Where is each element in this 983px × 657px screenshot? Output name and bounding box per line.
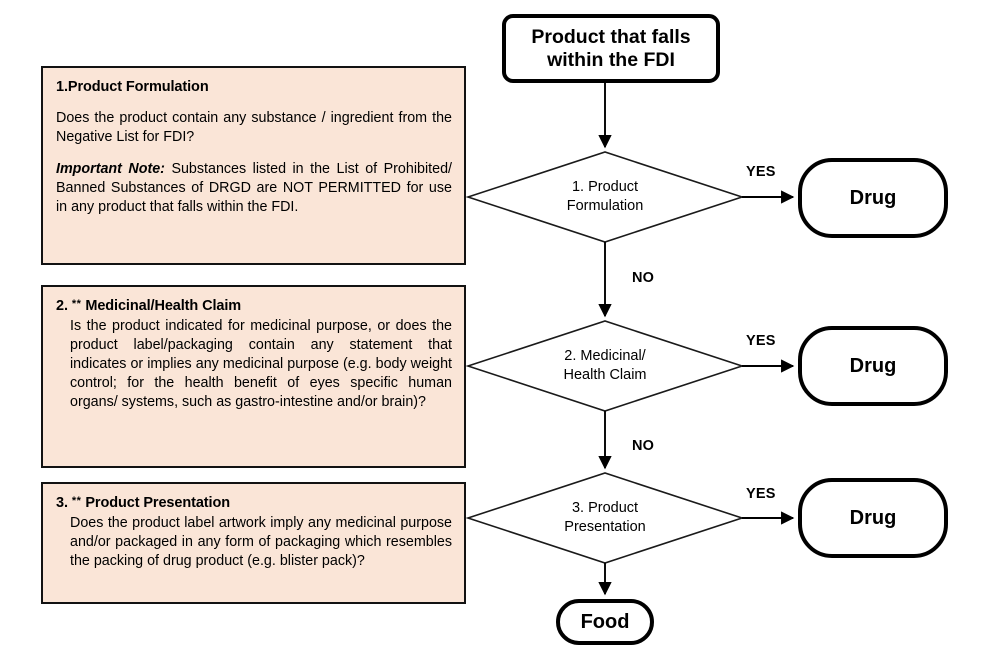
node-outcome-drug-2: Drug	[798, 326, 948, 406]
panel-note-product-formulation: Important Note: Substances listed in the…	[56, 160, 452, 217]
node-outcome-drug-1: Drug	[798, 158, 948, 238]
node-start-product-within-fdi: Product that falls within the FDI	[502, 14, 720, 83]
panel-medicinal-health-claim: 2. ** Medicinal/Health Claim Is the prod…	[41, 285, 466, 468]
panel-title-medicinal-health-claim: 2. ** Medicinal/Health Claim	[56, 297, 452, 315]
decision-label-3-line1: 3. Product	[571, 500, 639, 517]
node-outcome-food: Food	[556, 599, 654, 645]
edge-label-yes-1: YES	[746, 164, 776, 180]
panel-note-body: Substances listed in the List of Prohibi…	[56, 161, 452, 216]
decision-label-1-line2: Formulation	[566, 198, 644, 214]
panel-question-medicinal-health-claim: Is the product indicated for medicinal p…	[70, 318, 452, 411]
panel-question-product-formulation: Does the product contain any substance /…	[56, 110, 452, 146]
edge-label-no-1: NO	[632, 270, 655, 286]
decision-label-2-line2: Health Claim	[563, 367, 647, 383]
panel-title-text: Product Presentation	[85, 495, 230, 511]
panel-note-lead: Important Note:	[56, 161, 165, 178]
decision-label-1-line1: 1. Product	[571, 179, 639, 196]
decision-label-2-line1: 2. Medicinal/	[564, 348, 646, 365]
panel-title-product-formulation: 1.Product Formulation	[56, 79, 209, 95]
panel-question-product-presentation: Does the product label artwork imply any…	[70, 515, 452, 570]
panel-footnote-marker: **	[71, 495, 82, 507]
edge-label-no-2: NO	[632, 438, 655, 454]
panel-title-product-presentation: 3. ** Product Presentation	[56, 494, 452, 512]
decision-label-3-line2: Presentation	[564, 519, 646, 535]
panel-footnote-marker: **	[71, 298, 82, 310]
edge-label-yes-3: YES	[746, 486, 776, 502]
edge-label-yes-2: YES	[746, 333, 776, 349]
panel-product-formulation: 1.Product Formulation Does the product c…	[41, 66, 466, 265]
panel-title-text: Medicinal/Health Claim	[85, 298, 242, 314]
panel-number: 3.	[56, 495, 68, 511]
panel-product-presentation: 3. ** Product Presentation Does the prod…	[41, 482, 466, 604]
decision-label-3: 3. Product Presentation	[515, 499, 695, 537]
node-outcome-drug-3: Drug	[798, 478, 948, 558]
panel-number: 2.	[56, 298, 68, 314]
decision-label-1: 1. Product Formulation	[515, 178, 695, 216]
decision-label-2: 2. Medicinal/ Health Claim	[515, 347, 695, 385]
